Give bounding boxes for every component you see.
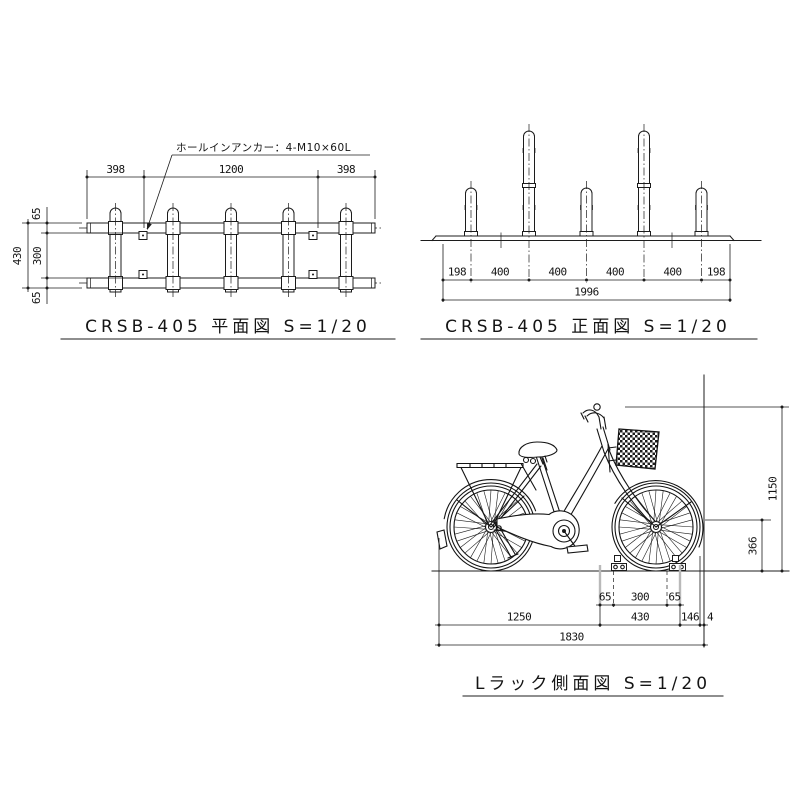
dim-label: 366 — [747, 537, 760, 555]
front-dims: 198 400 400 400 400 198 1996 — [441, 244, 732, 302]
dim-label: 398 — [106, 163, 124, 176]
dim-label: 400 — [606, 266, 624, 279]
dim-label: 4 — [707, 611, 714, 624]
plan-dims-top: 398 1200 398 — [85, 163, 377, 228]
dim-label: 400 — [663, 266, 681, 279]
dim-label: 300 — [631, 591, 649, 604]
anchor-annotation-label: ホールインアンカー：4-M10×60L — [176, 142, 351, 154]
dim-label: 398 — [337, 163, 355, 176]
dim-label: 1250 — [507, 611, 532, 624]
plan-posts — [108, 203, 354, 297]
dim-label: 400 — [548, 266, 566, 279]
anchor-symbols — [138, 231, 318, 279]
rack-feet — [611, 555, 686, 571]
dim-label: 198 — [707, 266, 725, 279]
dim-label: 65 — [30, 292, 43, 304]
dim-label: 65 — [599, 591, 611, 604]
dim-label: 430 — [11, 247, 24, 265]
dim-label: 146 — [681, 611, 699, 624]
front-posts — [464, 124, 709, 283]
handlebar — [580, 403, 607, 430]
dim-label: 65 — [668, 591, 680, 604]
plan-view-title: CRSB-405 平面図 S=1/20 — [85, 317, 371, 337]
plan-dims-left: 430 65 300 65 — [11, 207, 139, 304]
side-view-title: Lラック側面図 S=1/20 — [475, 674, 711, 694]
plan-view: ホールインアンカー：4-M10×60L 398 1200 398 430 65 … — [11, 142, 396, 340]
dim-label: 430 — [631, 611, 649, 624]
bell — [593, 403, 601, 411]
anchor-annotation: ホールインアンカー：4-M10×60L — [146, 142, 370, 230]
basket — [607, 428, 660, 473]
dim-label: 1200 — [219, 163, 244, 176]
side-view: 1150 366 65 300 65 1250 430 146 4 1830 L… — [431, 374, 790, 697]
kickstand — [495, 525, 519, 559]
pedal — [566, 544, 589, 554]
rear-mudflap — [436, 529, 448, 550]
side-dims-bottom: 65 300 65 1250 430 146 4 1830 — [435, 538, 714, 647]
front-view-title: CRSB-405 正面図 S=1/20 — [445, 317, 731, 337]
rear-fender — [443, 479, 537, 520]
side-dims-right: 1150 366 — [625, 405, 789, 573]
bicycle — [436, 403, 704, 572]
dim-label: 1150 — [767, 477, 780, 502]
chain-guard — [496, 510, 589, 554]
dim-label: 400 — [491, 266, 509, 279]
front-view: 198 400 400 400 400 198 1996 CRSB-405 正面… — [420, 124, 762, 340]
dim-label: 198 — [448, 266, 466, 279]
dim-label: 65 — [30, 208, 43, 220]
rear-rack — [456, 462, 537, 527]
dim-label: 1830 — [559, 631, 584, 644]
front-wheel — [611, 482, 701, 572]
saddle — [518, 441, 558, 471]
dim-label: 300 — [31, 247, 44, 265]
front-fender — [614, 480, 704, 548]
dim-label: 1996 — [574, 286, 599, 299]
